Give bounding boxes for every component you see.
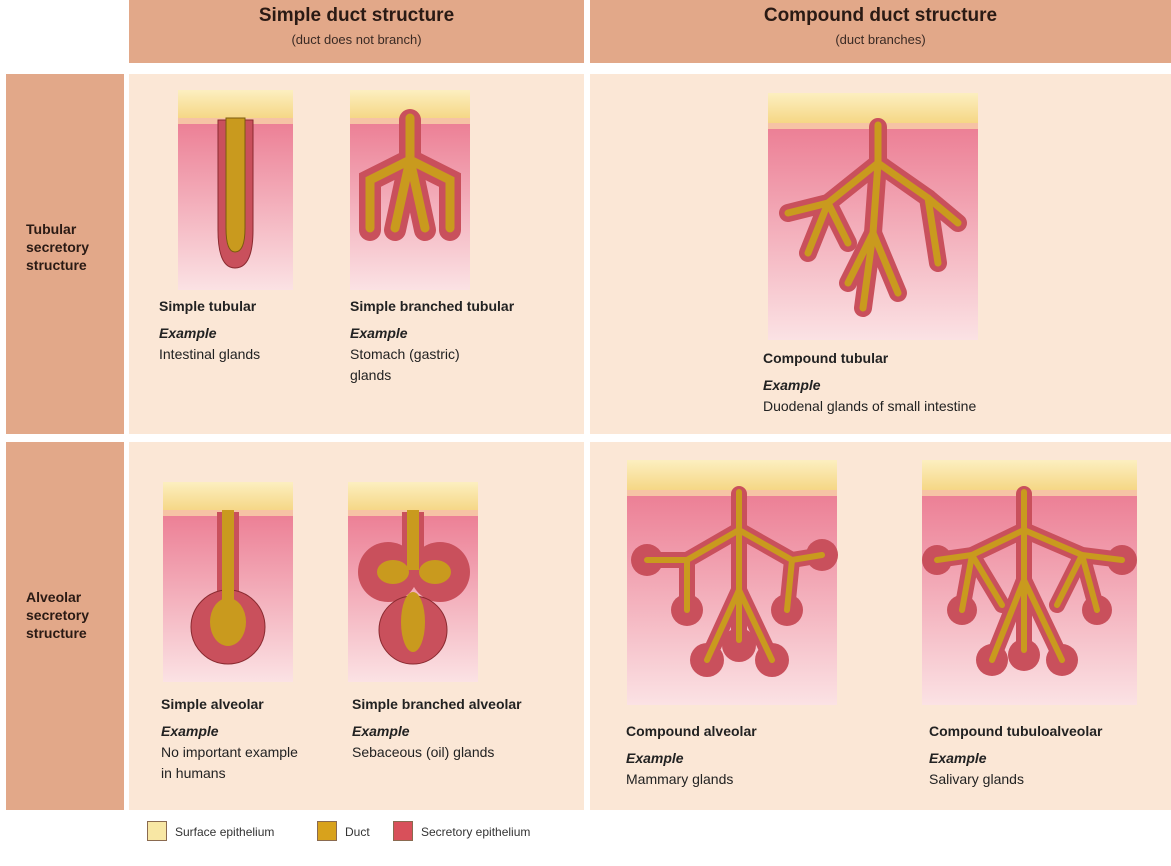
row-label-alveolar-text: Alveolar secretory structure [26,588,136,642]
example-label: Example [161,721,298,742]
compound-alveolar-illustration [627,460,837,705]
gland-label-simple-branched-alveolar: Simple branched alveolar Example Sebaceo… [352,694,522,763]
legend-label: Secretory epithelium [421,825,530,839]
gland-label-compound-tubuloalveolar: Compound tubuloalveolar Example Salivary… [929,721,1102,790]
example-text: Duodenal glands of small intestine [763,396,976,417]
header-simple-title: Simple duct structure [129,5,584,27]
legend-label: Surface epithelium [175,825,274,839]
header-simple-duct: Simple duct structure (duct does not bra… [129,0,584,63]
example-text: Intestinal glands [159,344,260,365]
gland-name: Simple alveolar [161,694,298,715]
gland-label-compound-alveolar: Compound alveolar Example Mammary glands [626,721,757,790]
header-compound-subtitle: (duct branches) [590,32,1171,47]
gland-label-simple-tubular: Simple tubular Example Intestinal glands [159,296,260,365]
simple-tubular-illustration [178,90,293,290]
example-label: Example [763,375,976,396]
row-label-alveolar: Alveolar secretory structure [6,442,124,810]
gland-label-simple-branched-tubular: Simple branched tubular Example Stomach … [350,296,514,386]
simple-branched-tubular-illustration [350,90,470,290]
example-label: Example [626,748,757,769]
header-compound-title: Compound duct structure [590,5,1171,27]
example-text: No important example in humans [161,742,298,784]
example-label: Example [929,748,1102,769]
legend-swatch-duct [317,821,337,841]
gland-label-simple-alveolar: Simple alveolar Example No important exa… [161,694,298,784]
legend-swatch-surface [147,821,167,841]
compound-tubuloalveolar-illustration [922,460,1137,705]
gland-name: Simple branched tubular [350,296,514,317]
legend-swatch-secretory [393,821,413,841]
example-label: Example [350,323,514,344]
row-label-tubular: Tubular secretory structure [6,74,124,434]
example-label: Example [159,323,260,344]
simple-alveolar-illustration [163,482,293,682]
compound-tubular-illustration [768,93,978,340]
gland-label-compound-tubular: Compound tubular Example Duodenal glands… [763,348,976,417]
simple-branched-alveolar-illustration [348,482,478,682]
header-compound-duct: Compound duct structure (duct branches) [590,0,1171,63]
example-text: Stomach (gastric) glands [350,344,514,386]
header-simple-subtitle: (duct does not branch) [129,32,584,47]
example-text: Sebaceous (oil) glands [352,742,522,763]
example-text: Salivary glands [929,769,1102,790]
example-text: Mammary glands [626,769,757,790]
gland-name: Simple branched alveolar [352,694,522,715]
gland-name: Simple tubular [159,296,260,317]
gland-name: Compound tubuloalveolar [929,721,1102,742]
legend-label: Duct [345,825,370,839]
gland-name: Compound alveolar [626,721,757,742]
example-label: Example [352,721,522,742]
row-label-tubular-text: Tubular secretory structure [26,220,136,274]
gland-name: Compound tubular [763,348,976,369]
